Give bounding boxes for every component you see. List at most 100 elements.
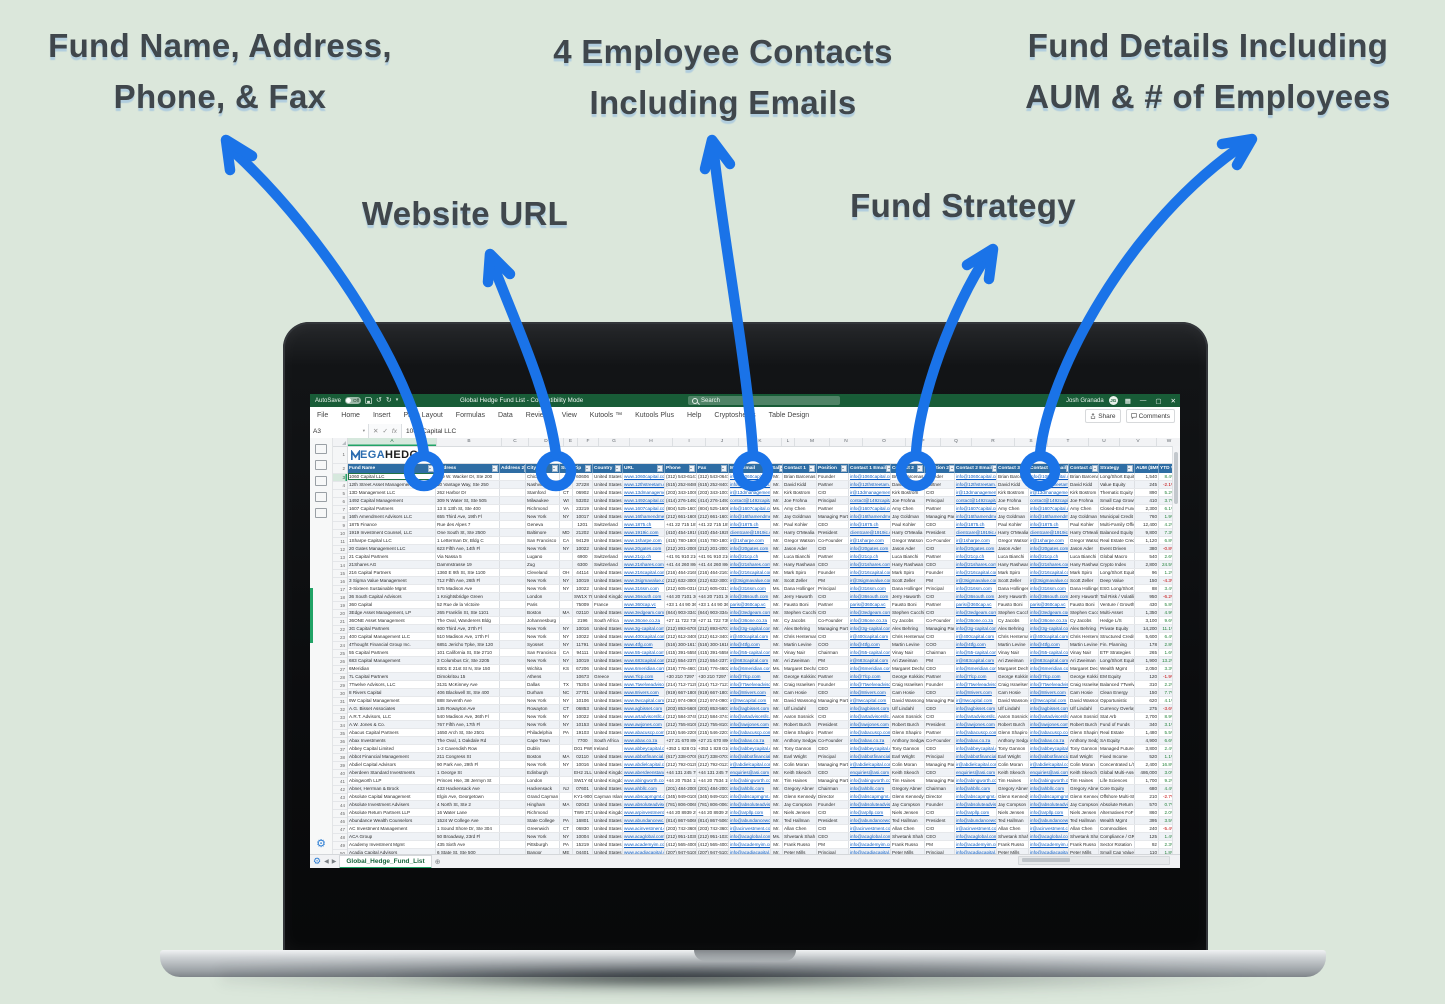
cell[interactable]: (212) 584-3741 [698,713,729,720]
cell[interactable]: Gregory Abner [783,785,817,792]
cell[interactable]: info@12thstreetam.com [956,481,997,488]
cell[interactable]: 2,050 [1135,665,1159,672]
autosave-toggle[interactable]: Off [345,397,362,404]
cell[interactable]: info@16thamendment.com [850,513,891,520]
cell[interactable]: Glenn Shapiro [891,729,925,736]
cell[interactable]: 10022 [573,585,593,592]
cell[interactable]: clientcare@1919ic.com [1030,529,1069,536]
cell[interactable]: www.1919ic.com [623,529,665,536]
cell[interactable]: info@8rivers.com [955,689,997,696]
cell[interactable]: (615) 252-8488 [666,481,697,488]
cell[interactable]: Gregory Abner [891,785,925,792]
share-button[interactable]: Share [1085,409,1121,423]
cell[interactable]: Absolute Return [1099,801,1135,808]
cell[interactable]: Tim Haines [997,777,1029,784]
cell[interactable]: 145 Rowayton Ave [436,705,500,712]
cell[interactable]: 1Sharpe Capital LLC [348,537,436,544]
cell[interactable]: United States [594,569,623,576]
cell[interactable]: Cy Jacobs [1069,617,1099,624]
cell[interactable]: info@arpllp.com [849,809,891,816]
cell[interactable]: Cayman Islands [594,793,623,800]
cell[interactable]: 94111 [573,649,593,656]
cell[interactable]: Baltimore [526,529,560,536]
cell[interactable]: George Kokkinos [784,673,817,680]
cell[interactable]: A.W. Jones & Co. [348,721,436,728]
cell[interactable]: 150 [1135,577,1159,584]
row-number[interactable]: 10 [333,530,347,538]
header-cell[interactable]: Fund Name [348,464,436,473]
cell[interactable]: info@abax.co.za [849,737,891,744]
cell[interactable]: United States [594,537,623,544]
cell[interactable]: info@abax.co.za [729,737,771,744]
cell[interactable]: ir@683capital.com [1030,657,1069,664]
cell[interactable]: Allan Chen [891,825,925,832]
ribbon-tab-file[interactable]: File [317,412,329,419]
cell[interactable]: Earl Wright [891,753,925,760]
cell[interactable]: (215) 546-2200 [666,729,697,736]
cell[interactable]: United States [594,481,623,488]
cell[interactable]: www.abdielcapital.com [624,761,665,768]
cell[interactable]: (919) 667-1801 [698,689,729,696]
cell[interactable]: Jay Compson [1070,801,1099,808]
cell[interactable]: United States [594,497,623,504]
cell[interactable] [500,529,526,536]
cell[interactable]: 2,700 [1135,713,1159,720]
cell[interactable]: 433 Hackensack Ave [436,785,500,792]
cell[interactable]: (316) 776-4601 [666,665,697,672]
cell[interactable]: ir@acinvestment.com [956,825,997,832]
cell[interactable]: info@7lcp.com [729,673,771,680]
cell[interactable]: +353 1 828 0101 [698,745,729,752]
cell[interactable]: ir@1sharpe.com [1029,537,1069,544]
header-cell[interactable]: Contact 4 [1069,464,1099,473]
header-cell[interactable]: Phone [665,464,697,473]
cell[interactable]: Stephen Cucchiaro [892,609,925,616]
cell[interactable]: (212) 792-0121 [698,761,729,768]
cell[interactable]: 1650 Arch St, Ste 2501 [436,729,500,736]
add-sheet-icon[interactable]: ⊕ [434,857,441,866]
cell[interactable]: Clean Energy [1099,689,1135,696]
cell[interactable]: (844) 903-3343 [666,609,697,616]
cell[interactable]: Founder [925,681,955,688]
cell[interactable]: 8 Rivers Capital [348,689,436,696]
cell[interactable]: www.ahbllc.com [623,785,665,792]
cell[interactable]: contact@1492capital.com [850,497,891,504]
row-number[interactable]: 29 [333,682,347,690]
cell[interactable]: Ulf Lindahl [997,705,1029,712]
cell[interactable]: (844) 903-3344 [698,609,729,616]
row-number[interactable]: 3 [333,474,347,482]
cell[interactable]: Tim Haines [783,777,817,784]
cell[interactable]: www.7lcp.com [623,673,665,680]
cell[interactable]: info@acaglobal.com [956,833,997,840]
cell[interactable]: info@36one.co.za [1030,617,1069,624]
cell[interactable]: Glenn Shapiro [998,729,1029,736]
cell[interactable]: (415) 391-5556 [698,649,729,656]
cell[interactable]: Offshore Multi-Strat [1100,793,1135,800]
cell[interactable]: Ari Zweiman [783,657,817,664]
cell[interactable]: info@acaglobal.com [850,833,891,840]
cell[interactable] [560,809,573,816]
cell[interactable]: info@academyim.com [1030,841,1069,848]
column-letter[interactable]: R [972,438,1015,446]
cell[interactable]: Fixed Income [1099,753,1135,760]
cell[interactable]: Co-Founder [925,617,955,624]
cell[interactable]: Anthony Sedgwick [784,737,817,744]
cell[interactable]: www.683capital.com [624,657,665,664]
cell[interactable] [500,793,526,800]
cell[interactable]: Mr. [771,849,783,854]
cell[interactable]: (212) 632-3001 [698,577,729,584]
row-number[interactable]: 34 [333,722,347,730]
cell[interactable]: info@7twelveadvisors.com [850,681,891,688]
cell[interactable]: info@3g-capital.com [956,625,997,632]
cell[interactable]: 7L Capital Partners [348,673,436,680]
cell[interactable]: info@abbotfinancial.com [1029,753,1069,760]
cell[interactable]: info@21shares.com [850,561,891,568]
ribbon-tab-insert[interactable]: Insert [372,412,391,419]
cell[interactable]: (617) 338-0701 [698,753,729,760]
cell[interactable]: Mr. [771,473,783,480]
cell[interactable]: +44 20 7101 3636 [666,593,697,600]
cell[interactable]: Absolute Investment Advisers [348,801,436,808]
cell[interactable]: Glenn Kennedy [1070,793,1099,800]
ribbon-tab-kutools[interactable]: Kutools ™ [589,412,623,419]
cell[interactable] [500,505,526,512]
cell[interactable] [500,537,526,544]
